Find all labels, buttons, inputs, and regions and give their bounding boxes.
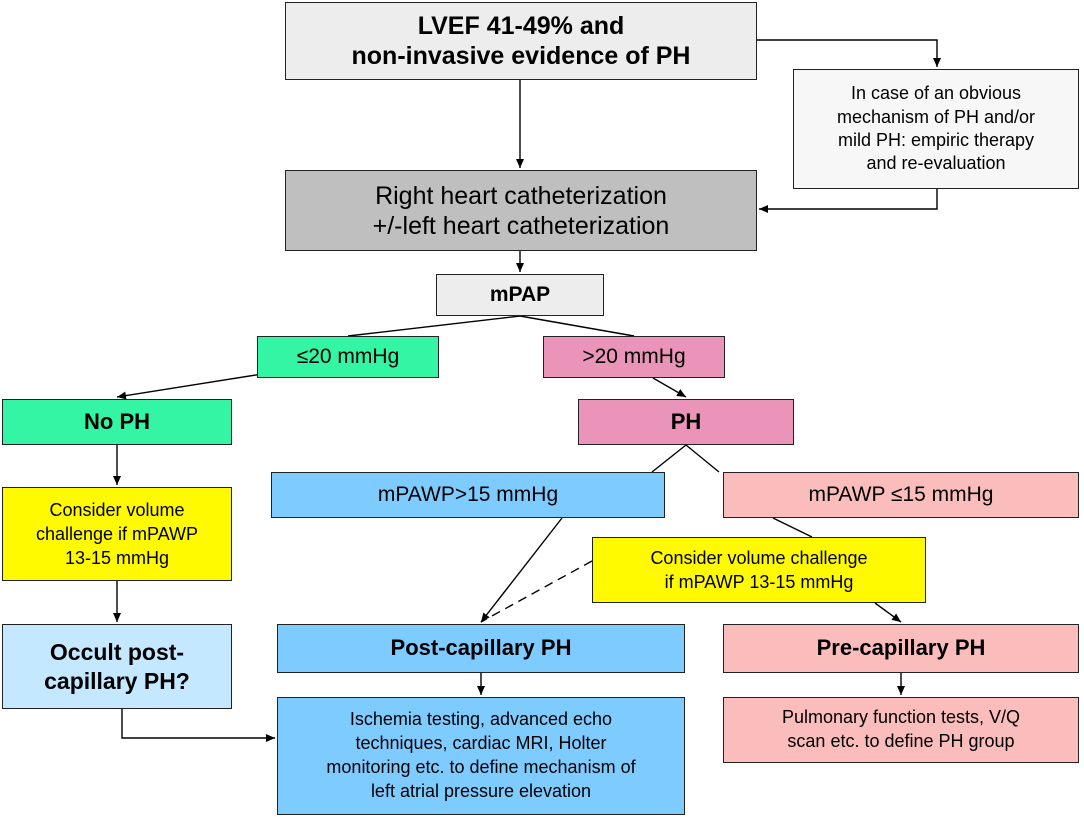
- node-pulmonary-function-tests: Pulmonary function tests, V/Q scan etc. …: [723, 697, 1079, 763]
- node-lvef-noninvasive-ph: LVEF 41-49% and non-invasive evidence of…: [285, 2, 757, 80]
- node-heart-catheterization: Right heart catheterization +/-left hear…: [285, 170, 757, 251]
- node-mpawp-le-15: mPAWP ≤15 mmHg: [723, 472, 1079, 518]
- arrow-occult-to-ischemia: [121, 709, 275, 742]
- node-ischemia-testing: Ischemia testing, advanced echo techniqu…: [277, 697, 685, 815]
- node-ph: PH: [578, 399, 794, 445]
- arrow-vol-mid-to-precap: [874, 602, 902, 623]
- node-post-capillary-ph: Post-capillary PH: [277, 624, 685, 673]
- node-occult-post-capillary-ph: Occult post- capillary PH?: [2, 624, 232, 709]
- node-volume-challenge-middle: Consider volume challenge if mPAWP 13-15…: [592, 537, 926, 603]
- node-no-ph: No PH: [2, 399, 232, 445]
- dashed-vol-mid-to-postcap: [480, 560, 593, 623]
- arrow-gt20-to-ph: [652, 377, 687, 398]
- node-volume-challenge-left: Consider volume challenge if mPAWP 13-15…: [2, 487, 232, 581]
- line-pawp-low-to-vol-mid: [772, 517, 813, 538]
- node-mpap-le-20: ≤20 mmHg: [257, 336, 439, 378]
- arrow-empiric-to-rhc: [759, 189, 938, 213]
- arrow-pawp-high-to-postcap: [480, 517, 563, 623]
- line-mpap-to-le20: [347, 315, 521, 337]
- arrow-top-to-empiric: [757, 39, 941, 67]
- line-ph-to-pawp-low: [685, 444, 720, 473]
- line-mpap-to-gt20: [519, 315, 635, 337]
- node-mpap: mPAP: [436, 274, 604, 316]
- node-mpawp-gt-15: mPAWP>15 mmHg: [271, 472, 665, 518]
- node-pre-capillary-ph: Pre-capillary PH: [723, 624, 1079, 673]
- node-mpap-gt-20: >20 mmHg: [543, 336, 725, 378]
- line-ph-to-pawp-high: [651, 444, 687, 473]
- node-empiric-therapy: In case of an obvious mechanism of PH an…: [793, 69, 1079, 189]
